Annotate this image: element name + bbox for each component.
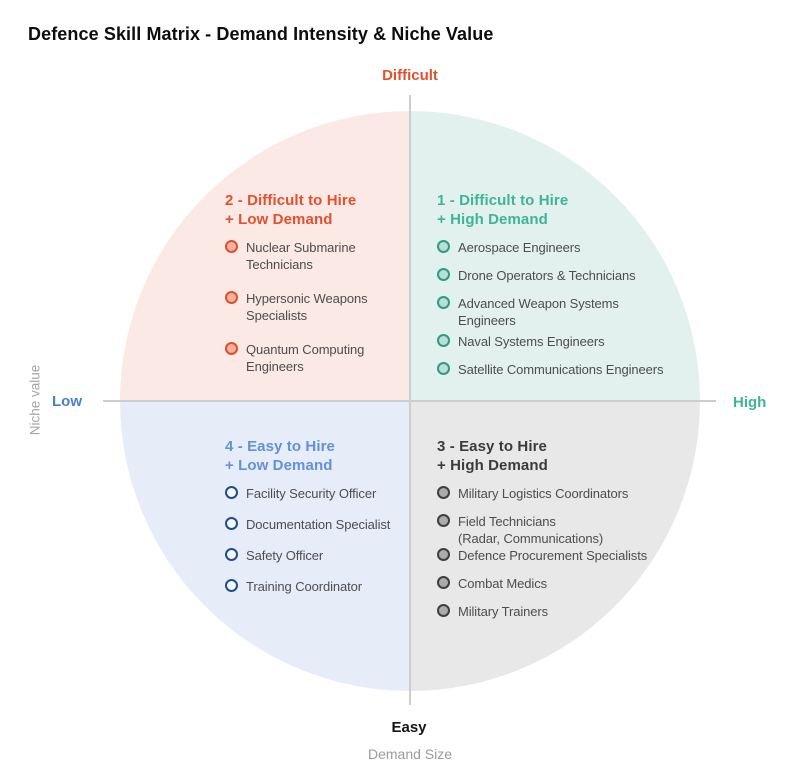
item-marker-icon — [437, 486, 450, 499]
item-label: Satellite Communications Engineers — [458, 362, 664, 377]
list-item: Satellite Communications Engineers — [437, 361, 689, 378]
quadrant-4-content: 4 - Easy to Hire + Low Demand Facility S… — [225, 437, 435, 609]
item-marker-icon — [437, 334, 450, 347]
axis-label-low: Low — [52, 393, 82, 410]
list-item: Combat Medics — [437, 575, 693, 592]
item-marker-icon — [437, 514, 450, 527]
list-item: Training Coordinator — [225, 578, 435, 595]
list-item: Military Trainers — [437, 603, 693, 620]
x-axis-title: Demand Size — [367, 746, 453, 762]
item-marker-icon — [225, 342, 238, 355]
item-marker-icon — [437, 240, 450, 253]
quadrant-2-heading: 2 - Difficult to Hire + Low Demand — [225, 192, 357, 228]
item-label: Training Coordinator — [246, 579, 363, 594]
item-marker-icon — [437, 576, 450, 589]
list-item: Field Technicians (Radar, Communications… — [437, 513, 693, 547]
axis-label-high: High — [733, 394, 767, 411]
item-label: Field Technicians (Radar, Communications… — [458, 514, 604, 546]
item-label: Military Trainers — [458, 604, 549, 619]
list-item: Safety Officer — [225, 547, 435, 564]
item-label: Quantum Computing Engineers — [246, 342, 365, 374]
axis-label-difficult: Difficult — [382, 67, 438, 84]
item-marker-icon — [437, 268, 450, 281]
list-item: Defence Procurement Specialists — [437, 547, 693, 564]
y-axis-title: Niche value — [27, 364, 43, 436]
list-item: Hypersonic Weapons Specialists — [225, 290, 390, 324]
list-item: Nuclear Submarine Technicians — [225, 239, 390, 273]
item-marker-icon — [437, 548, 450, 561]
axis-label-easy: Easy — [391, 719, 427, 736]
item-label: Advanced Weapon Systems Engineers — [458, 296, 619, 328]
item-label: Defence Procurement Specialists — [458, 548, 648, 563]
quadrant-1-heading: 1 - Difficult to Hire + High Demand — [437, 192, 569, 228]
item-marker-icon — [437, 362, 450, 375]
quadrant-1-content: 1 - Difficult to Hire + High Demand Aero… — [437, 191, 689, 389]
item-label: Nuclear Submarine Technicians — [246, 240, 356, 272]
list-item: Documentation Specialist — [225, 516, 435, 533]
item-label: Documentation Specialist — [246, 517, 391, 532]
list-item: Drone Operators & Technicians — [437, 267, 689, 284]
item-marker-icon — [437, 604, 450, 617]
horizontal-axis-line — [103, 400, 716, 402]
quadrant-3-heading: 3 - Easy to Hire + High Demand — [437, 438, 548, 474]
list-item: Aerospace Engineers — [437, 239, 689, 256]
quadrant-3-content: 3 - Easy to Hire + High Demand Military … — [437, 437, 693, 631]
item-marker-icon — [225, 548, 238, 561]
item-label: Drone Operators & Technicians — [458, 268, 636, 283]
item-marker-icon — [225, 517, 238, 530]
item-label: Facility Security Officer — [246, 486, 377, 501]
item-marker-icon — [225, 486, 238, 499]
item-marker-icon — [437, 296, 450, 309]
list-item: Military Logistics Coordinators — [437, 485, 693, 502]
item-label: Hypersonic Weapons Specialists — [246, 291, 368, 323]
quadrant-2-content: 2 - Difficult to Hire + Low Demand Nucle… — [225, 191, 390, 392]
list-item: Naval Systems Engineers — [437, 333, 689, 350]
item-label: Safety Officer — [246, 548, 324, 563]
list-item: Advanced Weapon Systems Engineers — [437, 295, 689, 329]
item-label: Aerospace Engineers — [458, 240, 581, 255]
page-title: Defence Skill Matrix - Demand Intensity … — [28, 24, 494, 44]
list-item: Quantum Computing Engineers — [225, 341, 390, 375]
item-marker-icon — [225, 579, 238, 592]
quadrant-4-heading: 4 - Easy to Hire + Low Demand — [225, 438, 335, 474]
list-item: Facility Security Officer — [225, 485, 435, 502]
item-label: Combat Medics — [458, 576, 548, 591]
item-marker-icon — [225, 240, 238, 253]
item-marker-icon — [225, 291, 238, 304]
item-label: Military Logistics Coordinators — [458, 486, 629, 501]
item-label: Naval Systems Engineers — [458, 334, 605, 349]
